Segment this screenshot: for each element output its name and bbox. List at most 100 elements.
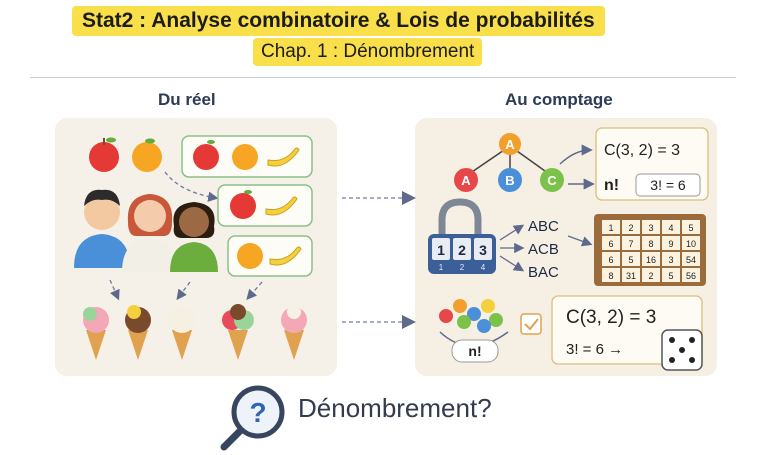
formula-n-factorial: n! bbox=[604, 177, 619, 194]
tree-node bbox=[540, 168, 564, 192]
tree-node-label: A bbox=[461, 173, 471, 188]
bag-label: n! bbox=[468, 343, 481, 359]
divider bbox=[30, 77, 736, 78]
ice-cream-icon bbox=[125, 305, 151, 360]
dashed-arrow bbox=[164, 171, 219, 202]
dice-icon bbox=[661, 329, 703, 371]
grid-cell bbox=[602, 252, 620, 266]
lock-digit: 1 bbox=[437, 242, 445, 258]
padlock-icon bbox=[428, 198, 496, 274]
grid-cell-value: 5 bbox=[628, 255, 633, 265]
grid-cell-value: 2 bbox=[648, 271, 653, 281]
ice-cream-icon bbox=[222, 304, 254, 360]
grid-cell-value: 6 bbox=[608, 255, 613, 265]
orange-icon bbox=[237, 243, 263, 269]
tree-node-label: B bbox=[505, 173, 514, 188]
n-factorial-tag bbox=[451, 339, 499, 363]
grid-cell bbox=[662, 252, 680, 266]
grid-cell-value: 16 bbox=[646, 255, 656, 265]
tree-node bbox=[454, 168, 478, 192]
banana-icon bbox=[267, 147, 300, 167]
svg-text:?: ? bbox=[249, 397, 266, 428]
grid-cell bbox=[622, 252, 640, 266]
grid-cell bbox=[682, 220, 700, 234]
ice-cream-icon bbox=[169, 307, 195, 360]
grid-cell bbox=[662, 268, 680, 282]
ice-cream-icon bbox=[281, 305, 307, 360]
permutation-label: BAC bbox=[528, 264, 559, 281]
arrow-head bbox=[402, 191, 416, 205]
grid-cell-value: 3 bbox=[648, 223, 653, 233]
checkmark-icon bbox=[520, 313, 542, 335]
grid-cell bbox=[602, 220, 620, 234]
grid-cell bbox=[602, 236, 620, 250]
grid-cell-value: 6 bbox=[608, 239, 613, 249]
grid-cell bbox=[642, 268, 660, 282]
person-icon bbox=[170, 202, 218, 272]
grid-cell bbox=[622, 236, 640, 250]
grid-cell bbox=[682, 236, 700, 250]
lock-digit: 3 bbox=[479, 242, 487, 258]
ice-cream-icon bbox=[83, 307, 109, 360]
apple-icon bbox=[230, 190, 256, 219]
permutation-label: ABC bbox=[528, 218, 559, 235]
grid-cell-value: 5 bbox=[688, 223, 693, 233]
formula-factorial: 3! = 6 bbox=[650, 177, 686, 193]
person-icon bbox=[122, 194, 178, 272]
factorial-box bbox=[635, 173, 701, 197]
grid-cell-value: 1 bbox=[608, 223, 613, 233]
grid-cell bbox=[682, 252, 700, 266]
banana-icon bbox=[269, 246, 302, 266]
grid-cell bbox=[662, 236, 680, 250]
banana-icon bbox=[265, 196, 298, 216]
grid-cell bbox=[682, 268, 700, 282]
dashed-arrow bbox=[176, 281, 191, 301]
arrow bbox=[499, 255, 525, 272]
question-text: Dénombrement? bbox=[298, 393, 492, 423]
grid-cell-value: 5 bbox=[668, 271, 673, 281]
grid-cell bbox=[622, 220, 640, 234]
apple-icon bbox=[89, 137, 119, 172]
grid-cell-value: 10 bbox=[686, 239, 696, 249]
grid-cell bbox=[642, 252, 660, 266]
tree-node bbox=[498, 168, 522, 192]
grid-cell-value: 31 bbox=[626, 271, 636, 281]
arrow bbox=[499, 224, 525, 241]
right-heading: Au comptage bbox=[505, 90, 613, 109]
orange-icon bbox=[132, 138, 162, 172]
magnifier-question-icon: ? bbox=[220, 385, 285, 451]
formula-combination: C(3, 2) = 3 bbox=[566, 307, 656, 328]
grid-cell-value: 8 bbox=[608, 271, 613, 281]
left-heading: Du réel bbox=[158, 90, 216, 109]
grid-cell-value: 7 bbox=[628, 239, 633, 249]
lock-small-digit: 1 bbox=[439, 263, 444, 272]
grid-cell bbox=[642, 236, 660, 250]
grid-cell-value: 56 bbox=[686, 271, 696, 281]
grid-cell-value: 8 bbox=[648, 239, 653, 249]
arrow bbox=[567, 235, 593, 247]
tree-node bbox=[499, 133, 521, 155]
grid-cell-value: 54 bbox=[686, 255, 696, 265]
tree-node-label: C bbox=[547, 173, 557, 188]
grid-cell-value: 3 bbox=[668, 255, 673, 265]
grid-cell bbox=[622, 268, 640, 282]
lock-small-digit: 4 bbox=[481, 263, 486, 272]
person-icon bbox=[74, 189, 130, 268]
page-title: Stat2 : Analyse combinatoire & Lois de p… bbox=[72, 6, 605, 36]
chapter-subtitle: Chap. 1 : Dénombrement bbox=[253, 38, 483, 66]
formula-combination: C(3, 2) = 3 bbox=[604, 142, 680, 159]
arrow bbox=[559, 144, 593, 165]
orange-icon bbox=[232, 144, 258, 170]
lock-small-digit: 2 bbox=[460, 263, 465, 272]
grid-cell bbox=[642, 220, 660, 234]
grid-cell bbox=[662, 220, 680, 234]
grid-cell bbox=[602, 268, 620, 282]
grid-cell-value: 9 bbox=[668, 239, 673, 249]
dashed-arrow bbox=[109, 279, 120, 301]
dashed-arrow bbox=[246, 281, 263, 300]
permutation-label: ACB bbox=[528, 241, 559, 258]
balls-bag-icon bbox=[439, 299, 509, 347]
grid-cell-value: 2 bbox=[628, 223, 633, 233]
